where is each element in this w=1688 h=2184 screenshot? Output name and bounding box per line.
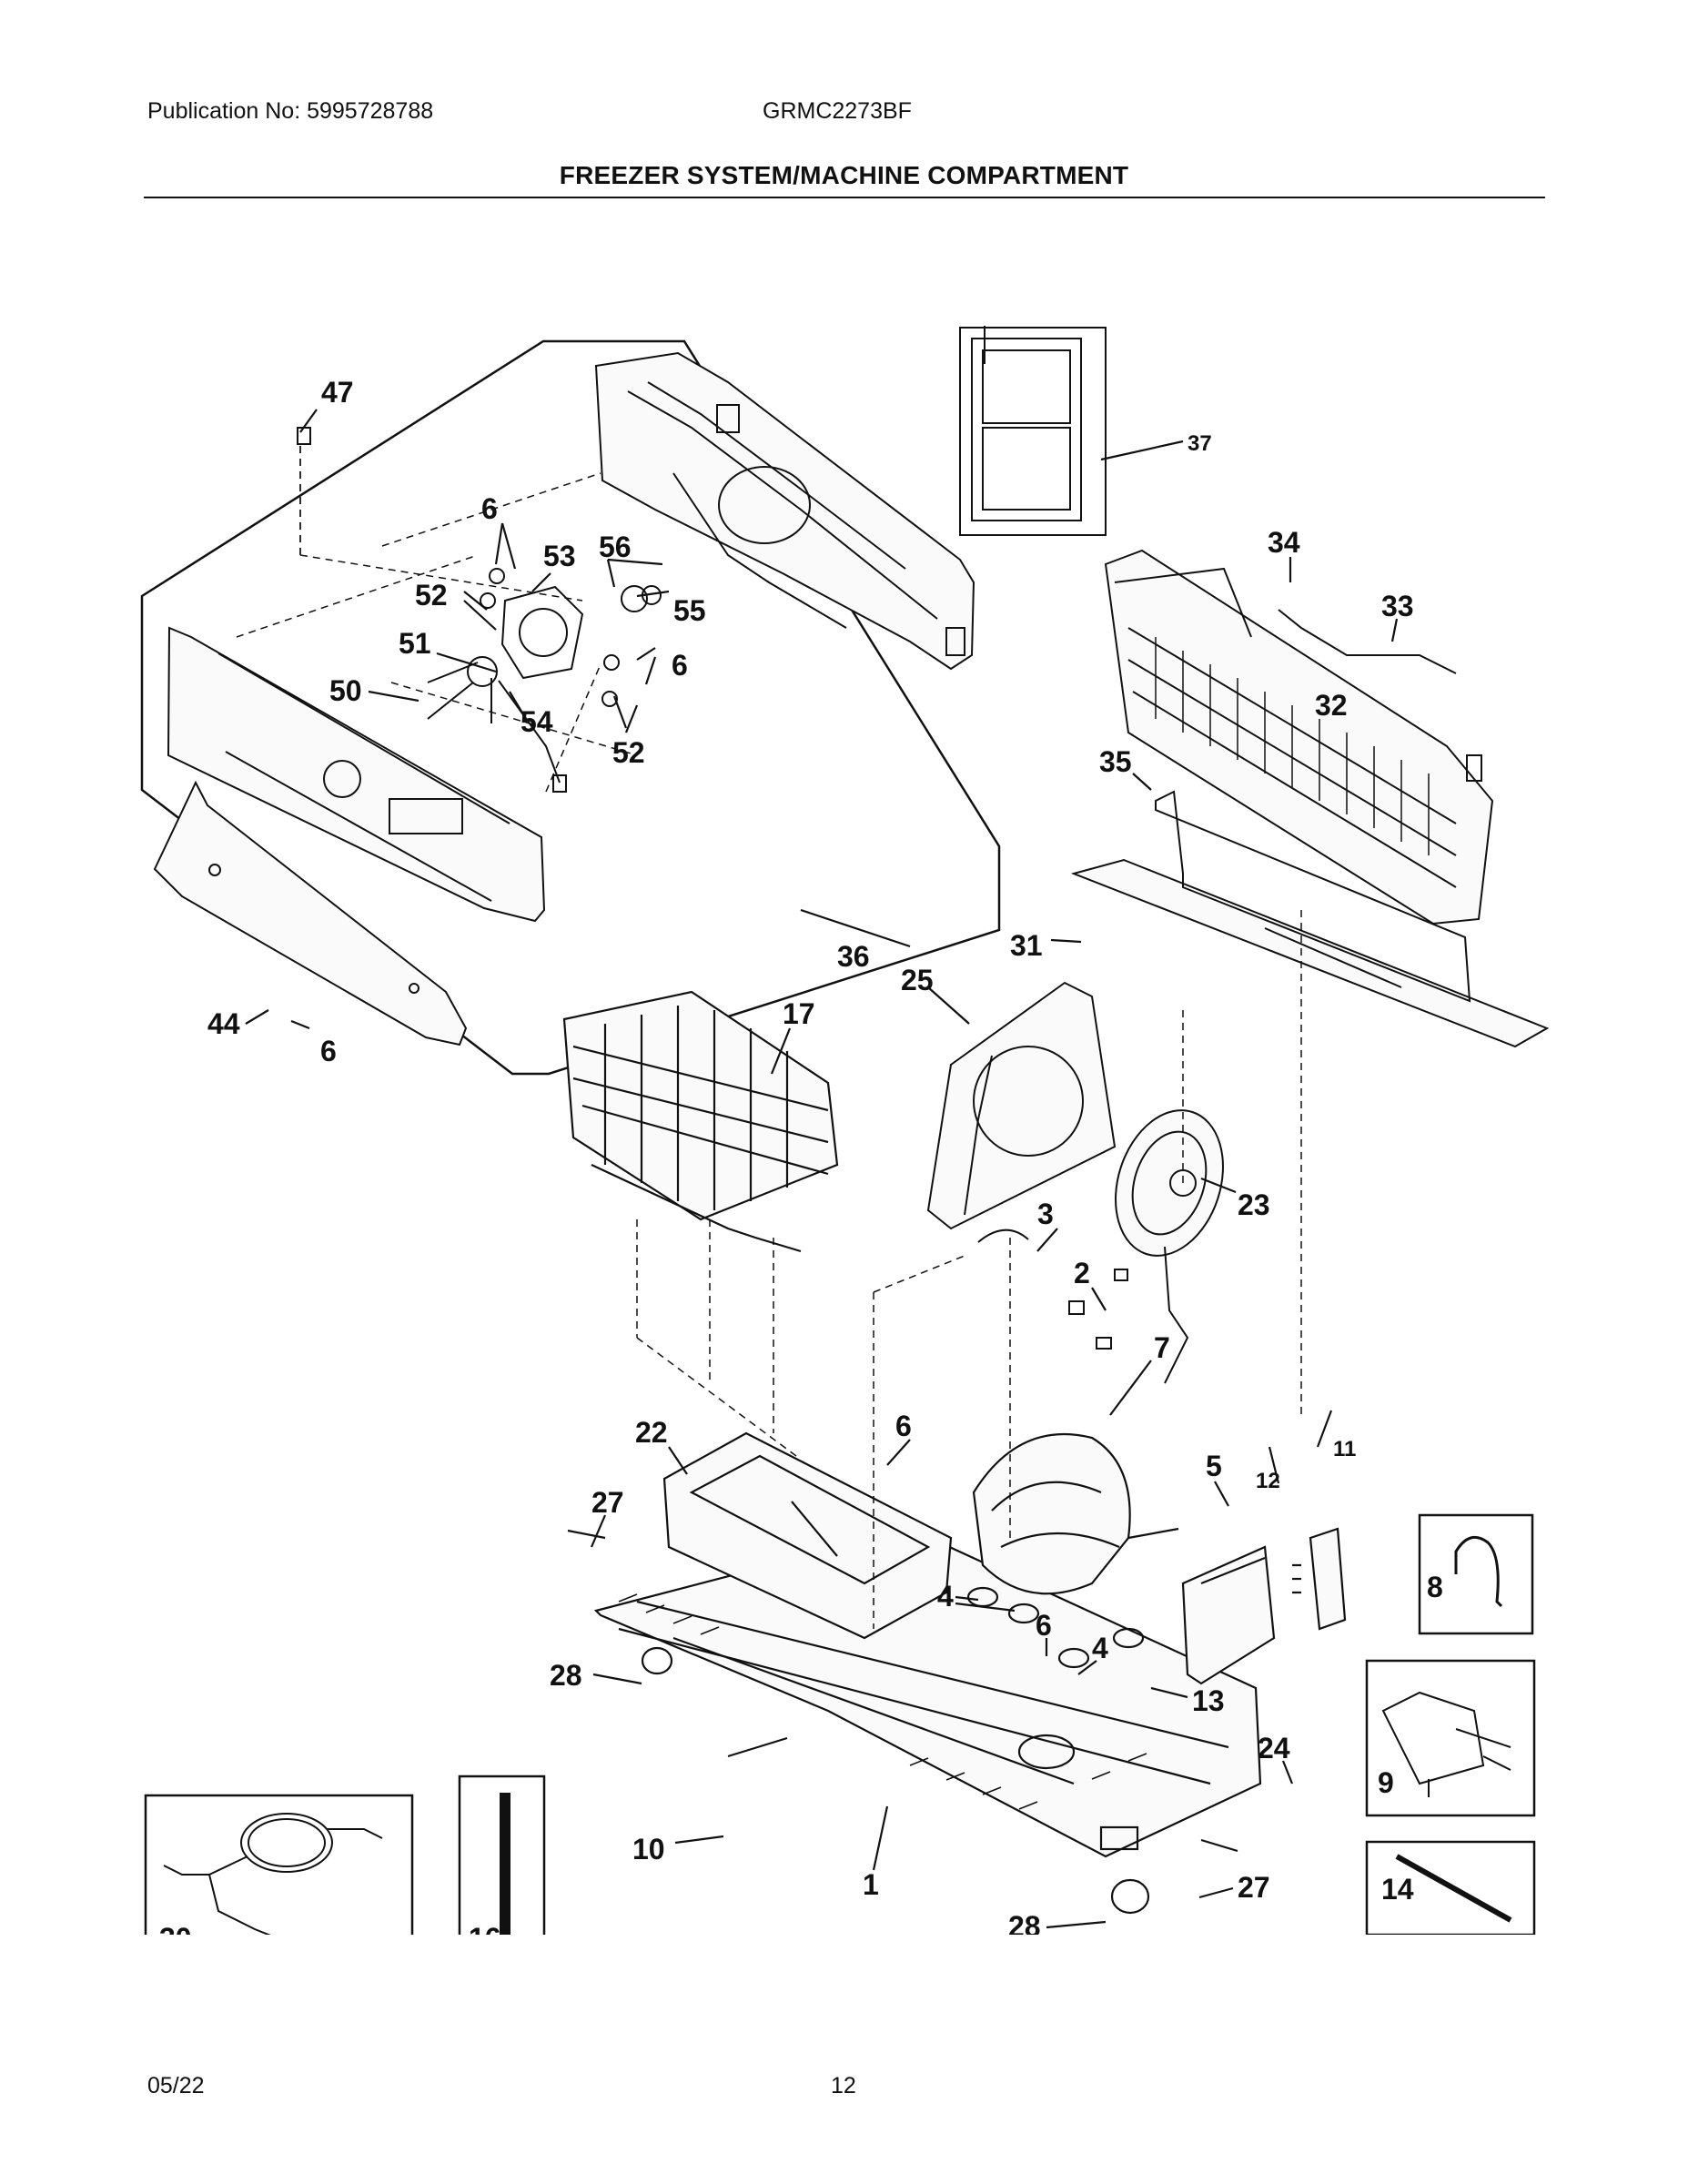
condenser-fan-shroud xyxy=(926,981,1117,1230)
callout-47: 47 xyxy=(321,376,354,409)
callout-4: 4 xyxy=(1092,1632,1108,1664)
callout-6: 6 xyxy=(320,1035,337,1067)
callout-56: 56 xyxy=(599,531,632,563)
callout-55: 55 xyxy=(673,594,706,627)
page-number: 12 xyxy=(831,2073,856,2098)
callout-6: 6 xyxy=(481,492,498,525)
callout-leader-lines xyxy=(245,409,1399,1929)
callout-44: 44 xyxy=(207,1007,240,1040)
callout-31: 31 xyxy=(1010,929,1043,962)
callout-22: 22 xyxy=(635,1416,668,1449)
callout-13: 13 xyxy=(1192,1684,1225,1717)
footer-date: 05/22 xyxy=(147,2073,205,2098)
callout-5: 5 xyxy=(1206,1450,1222,1482)
door-liner-part xyxy=(959,326,1107,536)
condenser-coil xyxy=(562,990,839,1253)
callout-23: 23 xyxy=(1238,1188,1270,1221)
inset-box-30 xyxy=(144,1794,414,1935)
callout-24: 24 xyxy=(1258,1732,1290,1764)
base-vent-slots xyxy=(618,1593,1147,1810)
callout-1: 1 xyxy=(863,1868,879,1901)
callout-52: 52 xyxy=(415,579,448,612)
dashed-connector-lines xyxy=(299,446,1302,1629)
condenser-fan xyxy=(977,1109,1224,1384)
callout-30: 30 xyxy=(159,1922,192,1955)
callout-3: 3 xyxy=(1037,1198,1054,1230)
callout-34: 34 xyxy=(1268,526,1300,559)
callout-54: 54 xyxy=(521,705,553,738)
callout-36: 36 xyxy=(837,940,870,973)
model-number: GRMC2273BF xyxy=(763,98,912,124)
callout-2: 2 xyxy=(1074,1257,1090,1289)
inset-box-14 xyxy=(1365,1840,1536,1936)
fan-shroud-cover xyxy=(153,626,546,1046)
callout-6: 6 xyxy=(672,649,688,682)
header-rule xyxy=(144,197,1545,198)
callout-25: 25 xyxy=(901,964,934,996)
callout-52: 52 xyxy=(612,736,645,769)
callout-28: 28 xyxy=(550,1659,582,1692)
callout-6: 6 xyxy=(1036,1609,1052,1642)
machine-compartment-base xyxy=(567,1431,1347,1915)
callout-10: 10 xyxy=(632,1833,665,1866)
callout-35: 35 xyxy=(1099,745,1132,778)
callout-14: 14 xyxy=(1381,1873,1414,1906)
callout-11: 11 xyxy=(1333,1437,1356,1461)
callout-6: 6 xyxy=(895,1410,912,1442)
callout-32: 32 xyxy=(1315,689,1348,722)
fan-housing-assembly-group xyxy=(140,339,1001,1076)
fan-motor-parts xyxy=(297,427,662,793)
inset-box-8 xyxy=(1418,1513,1534,1635)
inset-box-9 xyxy=(1365,1659,1536,1817)
callout-53: 53 xyxy=(543,540,576,572)
callout-4: 4 xyxy=(937,1580,954,1613)
callout-7: 7 xyxy=(1154,1331,1170,1364)
callout-16: 16 xyxy=(469,1922,501,1955)
callout-27: 27 xyxy=(591,1486,624,1519)
evaporator-coil-lines xyxy=(1155,637,1430,855)
callout-27: 27 xyxy=(1238,1871,1270,1904)
inset-box-16 xyxy=(458,1774,546,1935)
callout-8: 8 xyxy=(1427,1571,1443,1603)
callout-33: 33 xyxy=(1381,590,1414,622)
callout-labels: 47 6 53 56 52 55 51 6 50 54 52 37 34 33 … xyxy=(159,376,1443,1955)
callout-37: 37 xyxy=(1188,431,1212,456)
callout-12: 12 xyxy=(1256,1469,1280,1493)
callout-50: 50 xyxy=(329,674,362,707)
callout-51: 51 xyxy=(399,627,431,660)
callout-17: 17 xyxy=(783,997,815,1030)
evaporator-assembly xyxy=(1070,549,1550,1048)
page-title: FREEZER SYSTEM/MACHINE COMPARTMENT xyxy=(559,161,1129,189)
publication-number: Publication No: 5995728788 xyxy=(147,98,434,124)
callout-9: 9 xyxy=(1378,1766,1394,1799)
crop-mask xyxy=(0,1935,1688,1944)
air-duct-panel xyxy=(594,351,975,671)
